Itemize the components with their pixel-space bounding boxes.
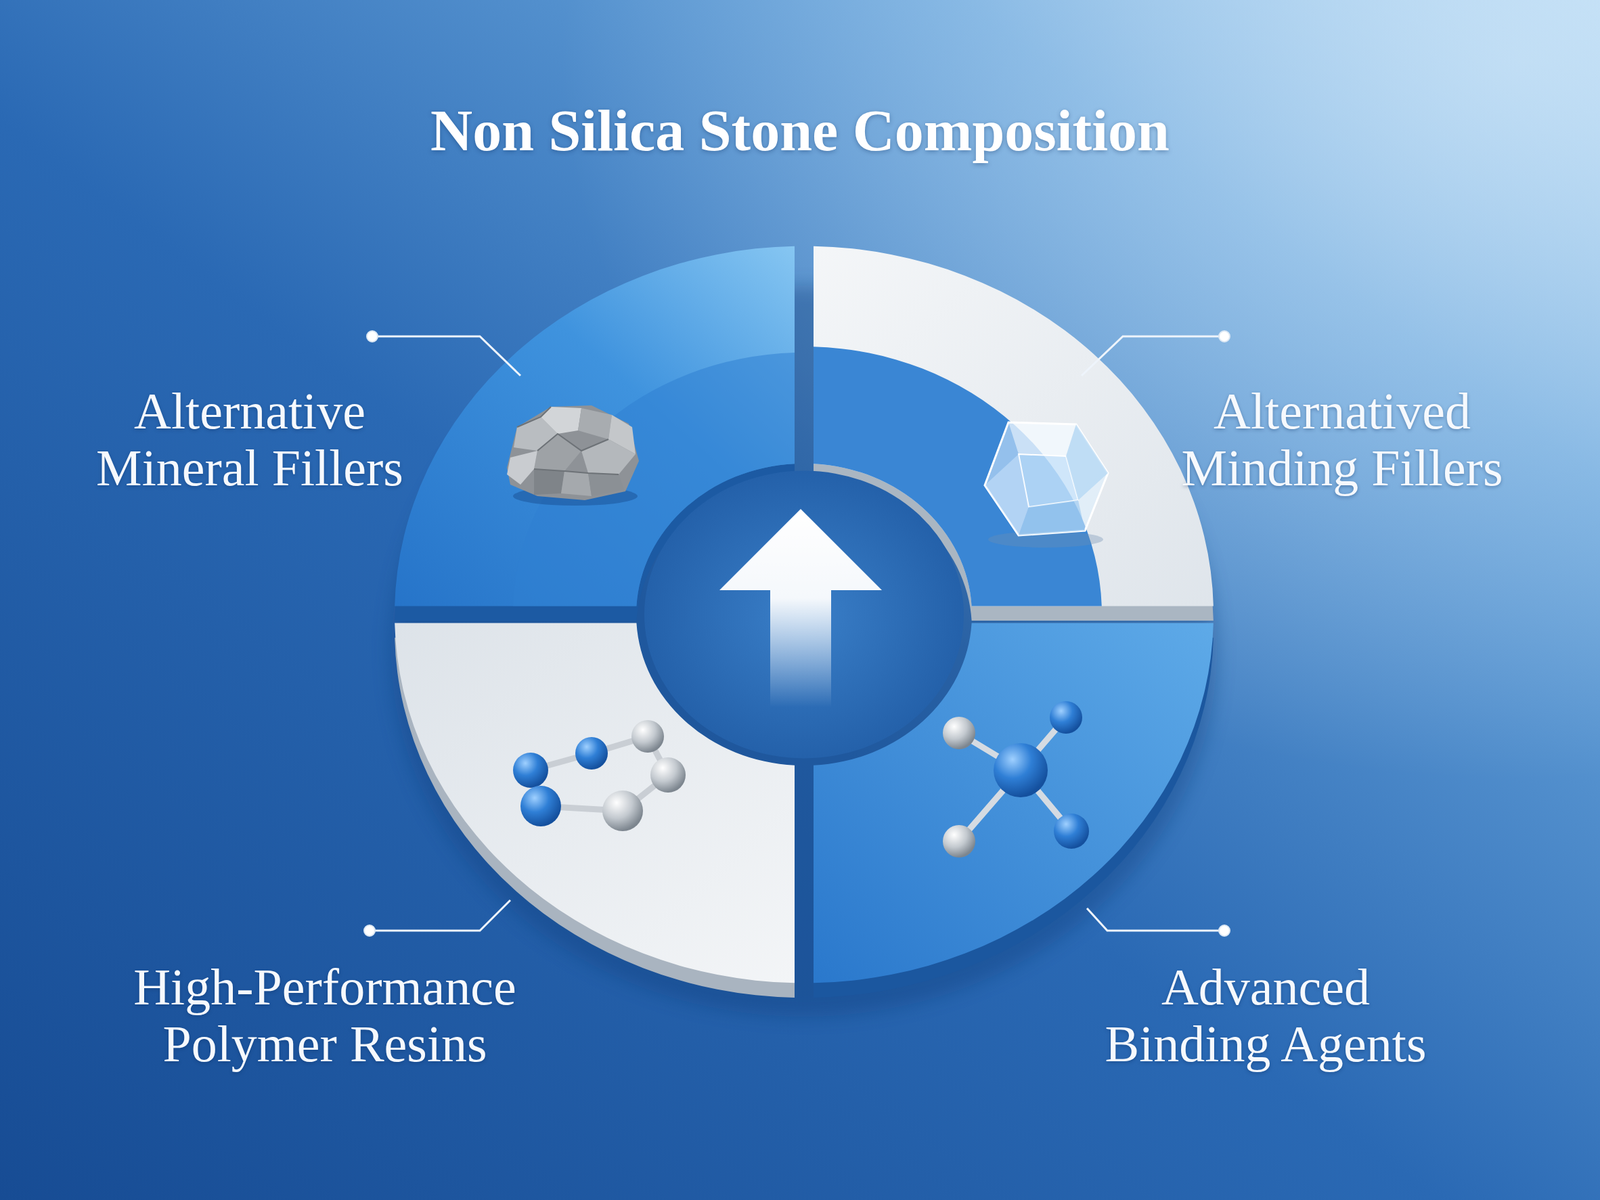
callout-label: Alternatived Minding Fillers <box>1152 383 1532 497</box>
quadrant <box>394 246 795 607</box>
diagram-title: Non Silica Stone Composition <box>0 98 1600 164</box>
quadrant <box>394 623 795 984</box>
ring-hole <box>644 471 964 759</box>
leader-dot <box>1218 925 1230 937</box>
leader-dot <box>364 925 375 937</box>
quadrant <box>813 246 1214 607</box>
callout-label: Advanced Binding Agents <box>1086 959 1446 1073</box>
polymer-molecule-icon <box>513 720 686 832</box>
leader-line <box>376 336 521 376</box>
leader-line <box>1086 908 1221 931</box>
rock-icon <box>506 405 639 506</box>
quadrant <box>813 623 1214 984</box>
leader-line <box>373 900 511 931</box>
crystal-icon <box>984 422 1108 548</box>
leader-dot <box>1218 330 1230 342</box>
leader-dot <box>366 330 378 342</box>
leader-dots <box>364 330 1230 937</box>
callout-label: High-Performance Polymer Resins <box>108 959 542 1073</box>
callout-label: Alternative Mineral Fillers <box>70 383 430 497</box>
up-arrow <box>719 508 882 708</box>
leader-lines <box>373 336 1221 931</box>
ring-chart <box>391 246 1217 1017</box>
binding-molecule-icon <box>942 701 1090 858</box>
leader-line <box>1081 336 1221 376</box>
